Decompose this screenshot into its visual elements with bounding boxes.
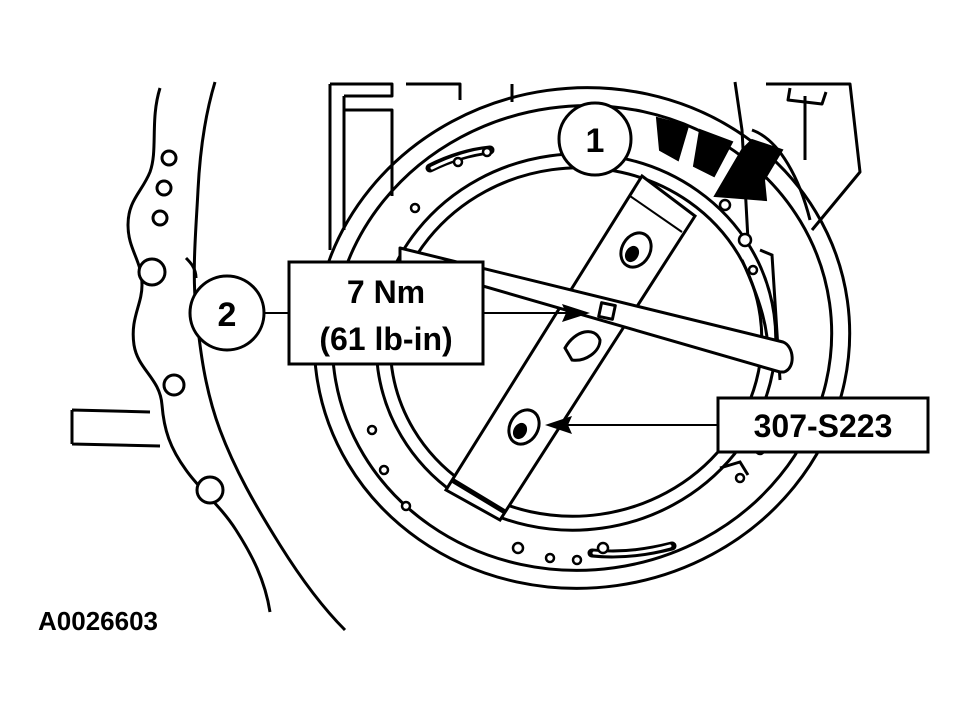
torque-spec-metric: 7 Nm [347, 274, 425, 310]
torque-spec-imperial: (61 lb-in) [319, 321, 452, 357]
torque-spec-box: 7 Nm (61 lb-in) [287, 260, 485, 366]
callout-1-label: 1 [586, 122, 605, 160]
callout-2-circle [188, 274, 266, 352]
tool-label-box: 307-S223 [716, 396, 930, 454]
leader-arrowheads [545, 304, 590, 434]
transmission-housing-outline [70, 81, 347, 632]
housing-bolt-holes [137, 149, 225, 505]
tool-label: 307-S223 [754, 408, 893, 444]
case-structure [328, 81, 862, 250]
figure-id: A0026603 [38, 606, 158, 636]
callout-2: 2 [188, 274, 266, 352]
callout-1-circle [557, 101, 633, 177]
rotation-direction-arrow [655, 116, 784, 202]
leader-lines [264, 312, 718, 426]
tool-slot-bolts [507, 231, 653, 446]
callout-2-label: 2 [218, 296, 237, 334]
callout-1: 1 [557, 101, 633, 177]
torque-wrench [398, 246, 794, 374]
